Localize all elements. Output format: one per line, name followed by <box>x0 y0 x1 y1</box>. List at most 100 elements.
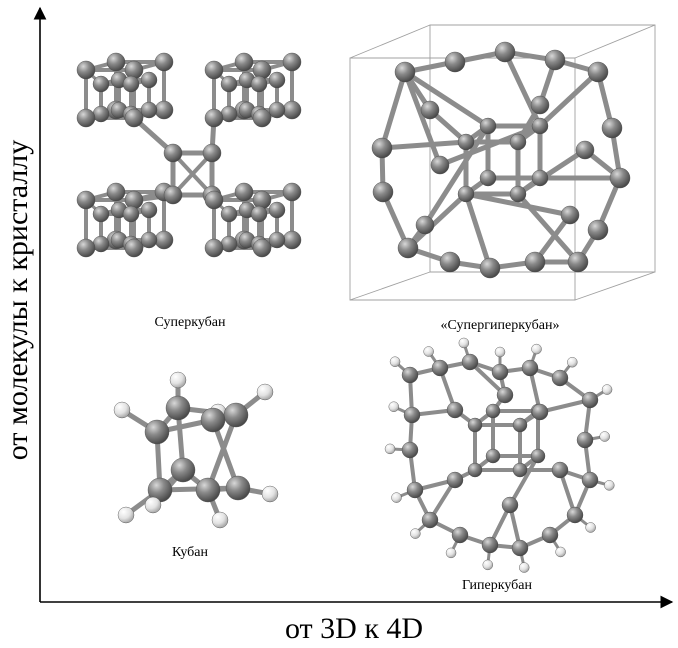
hydrogen-atom <box>169 371 187 389</box>
carbon-atom <box>140 231 158 249</box>
hydrogen-atom <box>144 496 162 514</box>
carbon-atom <box>467 417 483 433</box>
carbon-atom <box>541 526 559 544</box>
carbon-atom <box>124 238 144 258</box>
carbon-atom <box>163 185 183 205</box>
carbon-atom <box>481 536 499 554</box>
carbon-atom <box>92 205 110 223</box>
hydrogen-atom <box>256 383 274 401</box>
supercubane-model-atoms <box>76 52 302 258</box>
supergipercubane-model-atoms <box>371 41 631 279</box>
carbon-atom <box>282 52 302 72</box>
carbon-atom <box>122 205 140 223</box>
bond <box>380 189 411 251</box>
carbon-atom <box>431 359 449 377</box>
hydrogen-atom <box>494 346 506 358</box>
carbon-atom <box>587 219 609 241</box>
carbon-atom <box>501 496 519 514</box>
carbon-atom <box>92 235 110 253</box>
hydrogen-atom <box>391 492 402 503</box>
supercubane-model <box>76 52 302 258</box>
cubane-model-atoms <box>113 371 279 529</box>
bond <box>422 123 491 228</box>
carbon-atom <box>268 231 286 249</box>
carbon-atom <box>122 75 140 93</box>
carbon-atom <box>76 190 96 210</box>
carbon-atom <box>252 190 272 210</box>
carbon-atom <box>76 238 96 258</box>
bond <box>463 191 573 218</box>
carbon-atom <box>403 406 421 424</box>
carbon-atom <box>531 403 549 421</box>
carbon-atom <box>154 52 174 72</box>
carbon-atom <box>234 182 254 202</box>
bond <box>402 69 443 168</box>
carbon-atom <box>106 52 126 72</box>
carbon-atom <box>551 369 569 387</box>
carbon-atom <box>451 526 469 544</box>
carbon-atom <box>204 108 224 128</box>
carbon-atom <box>531 117 549 135</box>
carbon-atom <box>106 182 126 202</box>
bond <box>379 69 408 151</box>
carbon-atom <box>92 75 110 93</box>
carbon-atom <box>124 108 144 128</box>
carbon-atom <box>282 230 302 250</box>
carbon-atom <box>252 108 272 128</box>
carbon-atom <box>204 238 224 258</box>
carbon-atom <box>544 49 566 71</box>
carbon-atom <box>195 477 221 503</box>
carbon-atom <box>521 359 539 377</box>
carbon-atom <box>512 462 528 478</box>
carbon-atom <box>204 190 224 210</box>
bond <box>538 398 592 414</box>
carbon-atom <box>575 140 595 160</box>
carbon-atom <box>512 417 528 433</box>
carbon-atom <box>252 238 272 258</box>
carbon-atom <box>220 235 238 253</box>
carbon-atom <box>609 167 631 189</box>
hydrogen-atom <box>604 480 615 491</box>
carbon-atom <box>202 143 222 163</box>
hydrogen-atom <box>601 384 613 395</box>
carbon-atom <box>371 137 393 159</box>
carbon-atom <box>494 41 516 63</box>
caption-cubane: Кубан <box>172 545 208 560</box>
carbon-atom <box>509 185 527 203</box>
hydrogen-atom <box>388 401 399 412</box>
hydrogen-atom <box>567 357 578 368</box>
carbon-atom <box>551 461 569 479</box>
carbon-atom <box>439 251 461 273</box>
carbon-atom <box>457 185 475 203</box>
carbon-atom <box>223 402 249 428</box>
caption-supercubane: Суперкубан <box>154 315 226 330</box>
carbon-atom <box>530 95 550 115</box>
carbon-atom <box>140 201 158 219</box>
carbon-atom <box>509 133 527 151</box>
carbon-atom <box>401 441 419 459</box>
carbon-atom <box>401 366 419 384</box>
cubane-model <box>113 371 279 529</box>
caption-hypercubane: Гиперкубан <box>461 578 533 593</box>
hydrogen-atom <box>410 528 421 539</box>
carbon-atom <box>581 471 599 489</box>
y-axis-label: от молекулы к кристаллу <box>1 139 34 461</box>
carbon-atom <box>76 60 96 80</box>
hydrogen-atom <box>531 343 542 355</box>
carbon-atom <box>144 419 170 445</box>
hydrogen-atom <box>113 401 131 419</box>
carbon-atom <box>140 71 158 89</box>
hydrogen-atom <box>261 485 279 503</box>
hydrogen-atom <box>458 337 470 349</box>
carbon-atom <box>457 133 475 151</box>
carbon-atom <box>124 60 144 80</box>
carbon-atom <box>165 395 191 421</box>
axes <box>33 6 674 609</box>
carbon-atom <box>163 143 183 163</box>
molecules-layer <box>76 41 631 573</box>
hydrogen-atom <box>519 562 530 573</box>
carbon-atom <box>140 101 158 119</box>
bond <box>379 139 469 151</box>
carbon-atom <box>406 481 424 499</box>
carbon-atom <box>479 117 497 135</box>
